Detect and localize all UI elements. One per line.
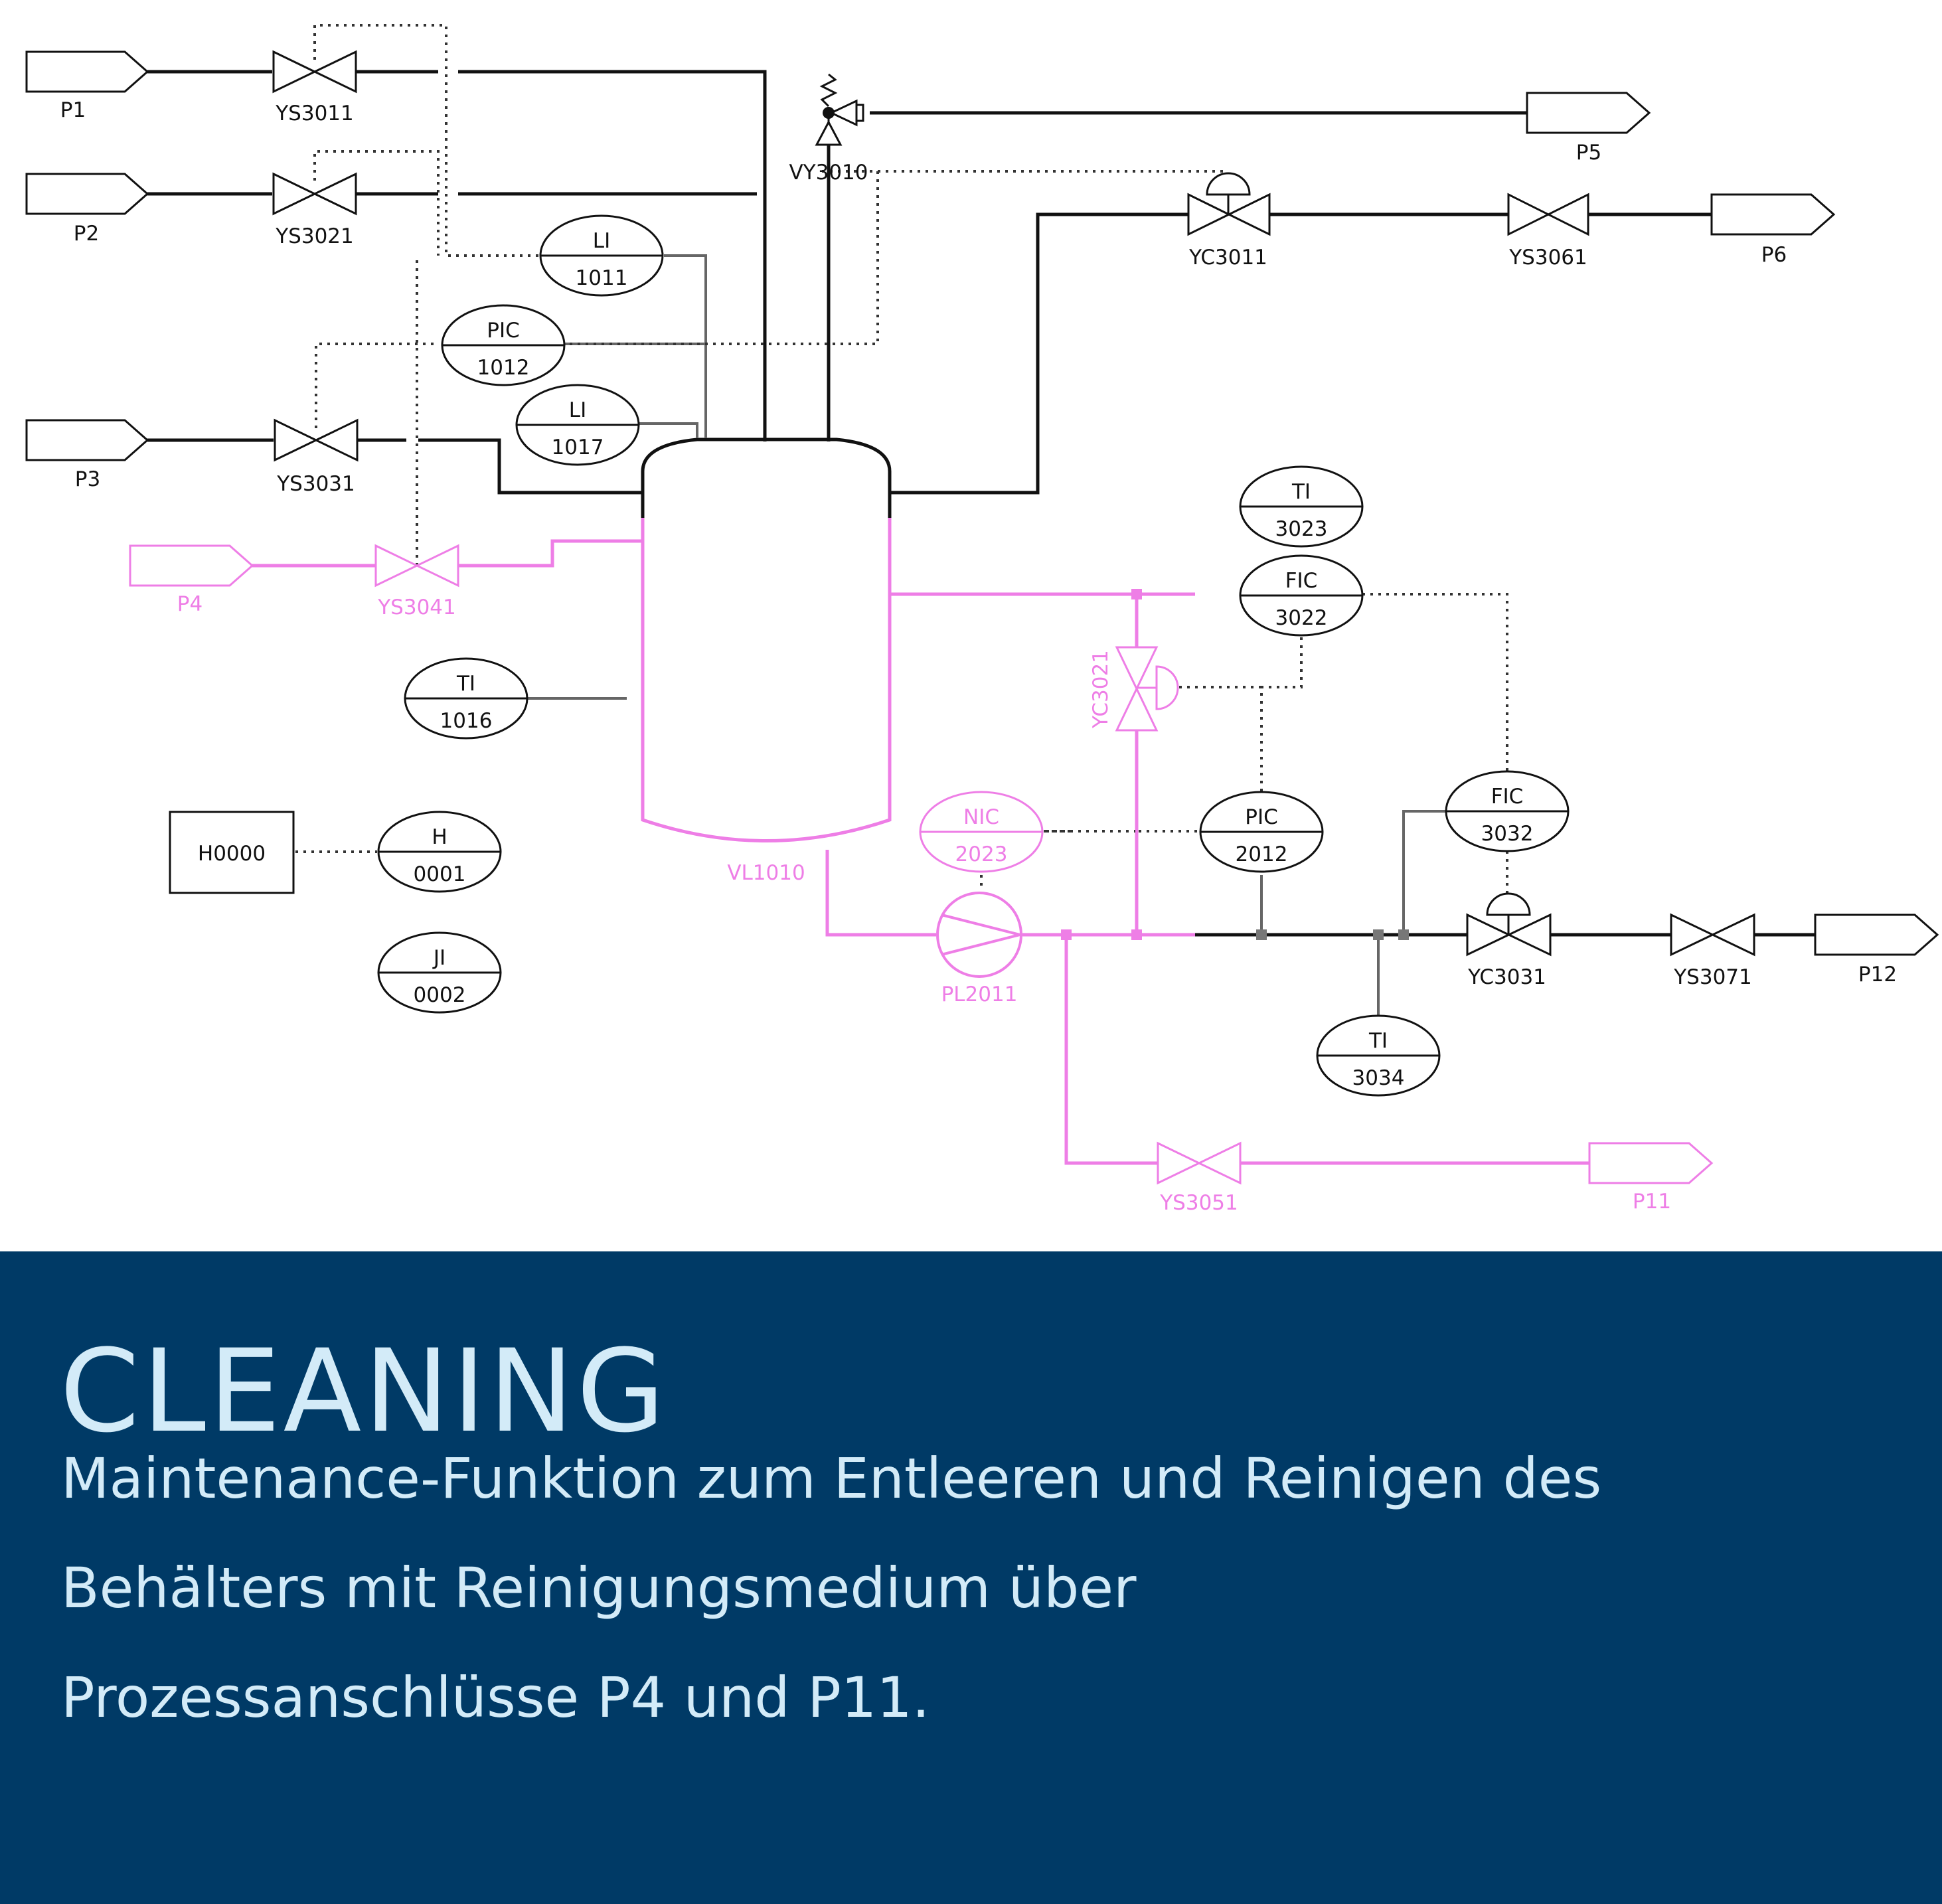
instrument-number: 3023 <box>1275 517 1328 541</box>
instrument-h0001: H 0001 <box>377 811 502 893</box>
black-pipes <box>147 70 1815 937</box>
valve-ys3071: YS3071 <box>1670 913 1755 989</box>
instrument-ti1016: TI 1016 <box>404 657 528 740</box>
description-banner: CLEANING Maintenance-Funktion zum Entlee… <box>0 1251 1942 1904</box>
vessel-label: VL1010 <box>727 861 805 885</box>
header-h0000: H0000 <box>169 811 295 894</box>
instrument-number: 1012 <box>477 356 530 380</box>
instrument-ti3023: TI 3023 <box>1239 465 1364 548</box>
port-p2: P2 <box>25 173 149 246</box>
instrument-number: 3034 <box>1352 1066 1405 1090</box>
instrument-tag: LI <box>569 398 586 422</box>
valve-ys3021-label: YS3021 <box>275 224 354 248</box>
instrument-tag: FIC <box>1491 785 1524 809</box>
instrument-tag: TI <box>1291 480 1311 504</box>
instrument-number: 2012 <box>1236 842 1288 866</box>
port-p3-label: P3 <box>75 467 100 491</box>
instrument-tag: JI <box>432 946 445 970</box>
instrument-number: 0001 <box>414 862 466 886</box>
port-p5: P5 <box>1526 92 1651 165</box>
port-p11: P11 <box>1588 1142 1714 1214</box>
valve-ys3011: YS3011 <box>272 50 357 125</box>
instrument-fic3032: FIC 3032 <box>1445 770 1570 852</box>
dotted-lines <box>295 24 1508 895</box>
port-p4-label: P4 <box>177 592 202 616</box>
port-p12-label: P12 <box>1858 963 1897 987</box>
description-line-3: Prozessanschlüsse P4 und P11. <box>61 1665 930 1730</box>
instrument-nic2023: NIC 2023 <box>919 791 1044 873</box>
valve-ys3021: YS3021 <box>272 172 357 248</box>
valve-vy3010-label: VY3010 <box>789 161 868 185</box>
pump-label: PL2011 <box>941 983 1018 1006</box>
instrument-fic3022: FIC 3022 <box>1239 554 1364 637</box>
valve-vy3010: VY3010 <box>789 73 868 185</box>
valve-ys3041: YS3041 <box>374 544 459 619</box>
instrument-number: 0002 <box>414 983 466 1007</box>
description-line-2: Behälters mit Reinigungsmedium über <box>61 1555 1137 1621</box>
instrument-number: 1011 <box>576 266 628 290</box>
valve-ys3051: YS3051 <box>1157 1141 1242 1215</box>
header-label: H0000 <box>198 842 266 866</box>
pid-diagram: P1 P2 P3 P4 P5 P6 P11 P12 YS3011 YS3021 … <box>25 24 1939 1215</box>
port-p11-label: P11 <box>1633 1190 1671 1214</box>
valve-yc3031: YC3031 <box>1466 892 1552 989</box>
instrument-li1017: LI 1017 <box>515 384 640 466</box>
valve-yc3021-label: YC3021 <box>1089 650 1113 729</box>
valve-ys3011-label: YS3011 <box>275 102 354 125</box>
valve-ys3071-label: YS3071 <box>1673 965 1752 989</box>
valve-ys3031: YS3031 <box>274 418 359 496</box>
valve-ys3031-label: YS3031 <box>276 472 355 496</box>
port-p1-label: P1 <box>60 98 86 122</box>
valve-ys3061-label: YS3061 <box>1508 246 1587 270</box>
valve-yc3011: YC3011 <box>1187 172 1271 270</box>
page-title: CLEANING <box>60 1324 668 1458</box>
instrument-number: 3032 <box>1481 822 1534 846</box>
valve-ys3041-label: YS3041 <box>377 595 456 619</box>
instrument-number: 3022 <box>1275 606 1328 630</box>
instrument-tag: NIC <box>963 805 999 829</box>
description-line-1: Maintenance-Funktion zum Entleeren und R… <box>61 1446 1602 1511</box>
port-p5-label: P5 <box>1576 141 1601 165</box>
instrument-tag: PIC <box>1245 805 1277 829</box>
port-p12: P12 <box>1814 913 1939 987</box>
junctions <box>1061 589 1409 940</box>
pump-pl2011: PL2011 <box>936 892 1022 1006</box>
instrument-tag: LI <box>593 229 610 253</box>
valve-ys3061: YS3061 <box>1507 193 1589 270</box>
instrument-ji0002: JI 0002 <box>377 931 502 1014</box>
port-p1: P1 <box>25 50 149 122</box>
valve-yc3021: YC3021 <box>1089 646 1179 732</box>
instrument-number: 1016 <box>440 709 493 733</box>
instrument-tag: TI <box>1368 1029 1388 1053</box>
pink-pipes <box>252 518 1589 1165</box>
port-p6-label: P6 <box>1761 243 1787 267</box>
instrument-ti3034: TI 3034 <box>1316 1014 1441 1097</box>
instrument-tag: PIC <box>487 319 519 343</box>
instrument-tag: TI <box>456 672 475 696</box>
instrument-tag: H <box>432 825 447 849</box>
vessel-vl1010: VL1010 <box>727 861 805 885</box>
instrument-tag: FIC <box>1285 569 1318 593</box>
instrument-number: 2023 <box>955 842 1008 866</box>
port-p3: P3 <box>25 419 149 491</box>
description-text: Maintenance-Funktion zum Entleeren und R… <box>61 1424 1907 1753</box>
valve-yc3031-label: YC3031 <box>1467 965 1546 989</box>
instrument-li1011: LI 1011 <box>539 214 664 297</box>
instrument-number: 1017 <box>552 436 604 459</box>
valve-yc3011-label: YC3011 <box>1188 246 1267 270</box>
instrument-pic2012: PIC 2012 <box>1199 791 1324 873</box>
port-p4: P4 <box>129 544 254 616</box>
instrument-pic1012: PIC 1012 <box>441 304 566 386</box>
port-p2-label: P2 <box>74 222 99 246</box>
valve-ys3051-label: YS3051 <box>1159 1191 1238 1215</box>
port-p6: P6 <box>1710 193 1836 267</box>
